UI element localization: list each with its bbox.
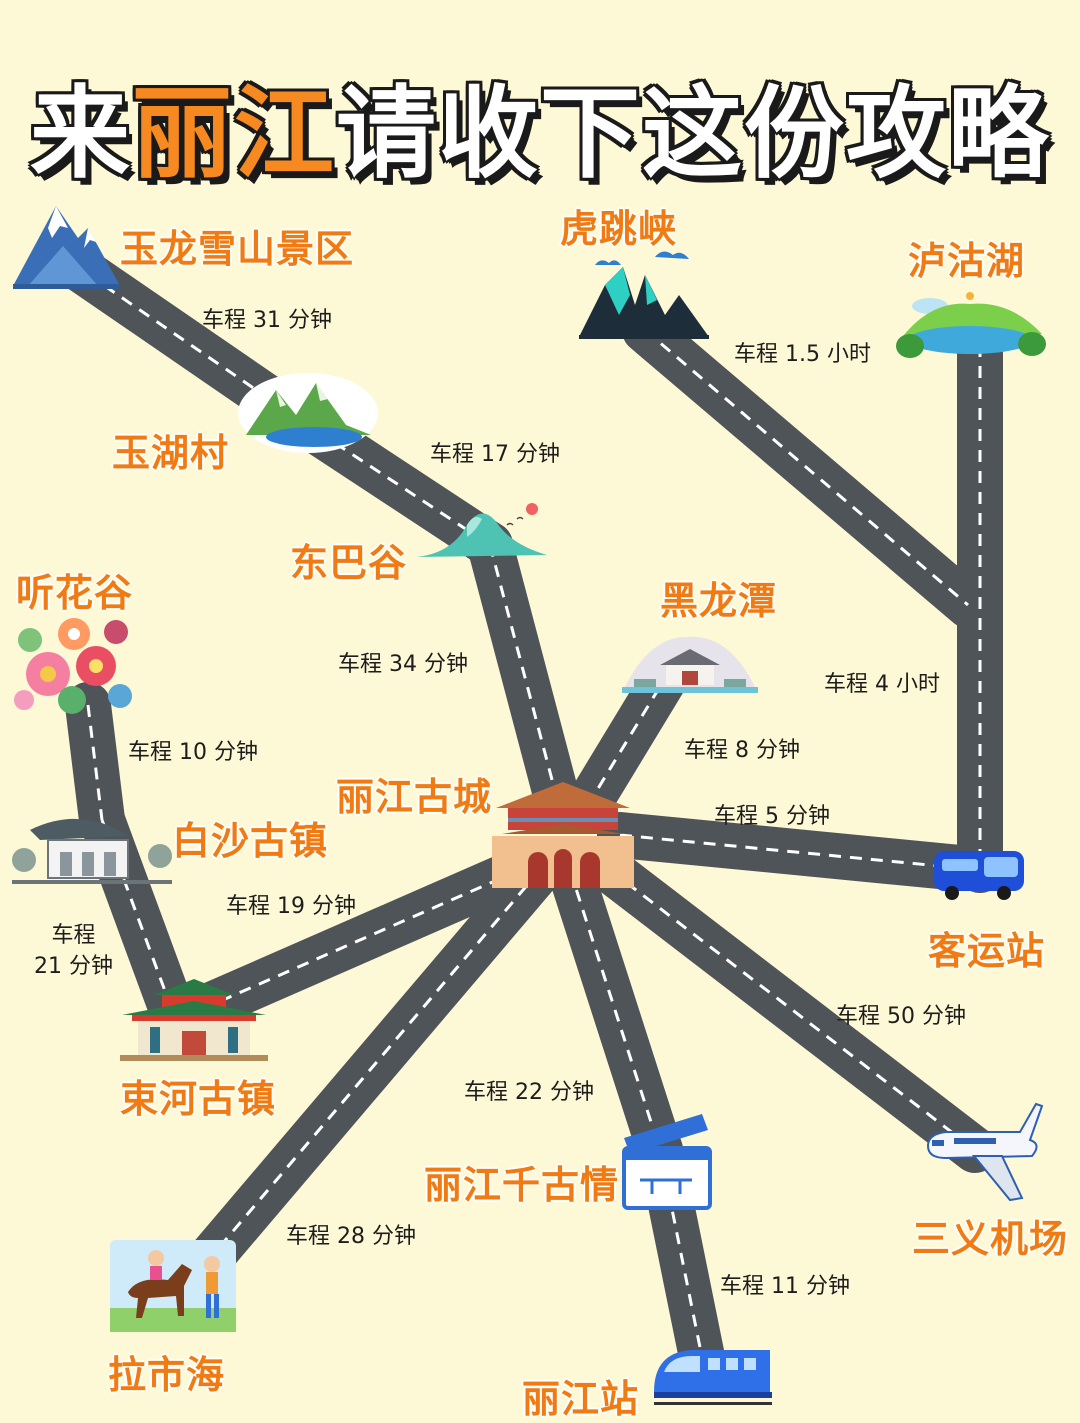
road-gucheng-shuhe-centerline bbox=[199, 868, 521, 1012]
distance-yuhu-dongba: 车程 17 分钟 bbox=[430, 442, 560, 467]
road-dongba-gucheng-centerline bbox=[488, 544, 562, 811]
distance-heilong-gucheng: 车程 8 分钟 bbox=[684, 738, 800, 763]
label-black-dragon-pool: 黑龙潭 bbox=[660, 579, 778, 623]
distance-tinghua-baisha: 车程 10 分钟 bbox=[128, 740, 258, 765]
label-lijiang-old-town: 丽江古城 bbox=[336, 775, 493, 819]
gorge-icon bbox=[579, 251, 709, 339]
distance-baisha-shuhe-line1: 车程 bbox=[51, 923, 96, 948]
label-yulong-snow-mountain: 玉龙雪山景区 bbox=[120, 227, 355, 271]
road-hutiao-junction-centerline bbox=[644, 328, 969, 607]
label-lijiang-romance-show: 丽江千古情 bbox=[424, 1163, 620, 1207]
distance-yulong-yuhu: 车程 31 分钟 bbox=[202, 308, 332, 333]
label-shuhe-town: 束河古镇 bbox=[120, 1077, 277, 1121]
distance-gucheng-shuhe: 车程 19 分钟 bbox=[226, 894, 356, 919]
title-text-1: 来 bbox=[30, 75, 132, 192]
label-tiger-leaping-gorge: 虎跳峡 bbox=[560, 207, 678, 251]
road-heilong-gucheng-centerline bbox=[583, 669, 672, 811]
lake-mountain-icon bbox=[238, 373, 378, 453]
distance-lugu-keyun: 车程 4 小时 bbox=[824, 672, 940, 697]
road-gucheng-keyun-centerline bbox=[619, 833, 961, 870]
distance-dongba-gucheng: 车程 34 分钟 bbox=[338, 652, 468, 677]
label-yuhu-village: 玉湖村 bbox=[112, 431, 230, 475]
label-lashi-lake: 拉市海 bbox=[108, 1353, 226, 1397]
distance-gucheng-lashi: 车程 28 分钟 bbox=[286, 1224, 416, 1249]
ancient-gate-icon bbox=[492, 782, 634, 888]
airplane-icon bbox=[926, 1102, 1044, 1202]
title-text-2: 请收下这份攻略 bbox=[336, 75, 1050, 192]
flower-bouquet-icon bbox=[14, 618, 132, 714]
distance-hutiao-lugu: 车程 1.5 小时 bbox=[734, 342, 871, 367]
distance-baisha-shuhe-line2: 21 分钟 bbox=[34, 954, 113, 979]
label-dongba-valley: 东巴谷 bbox=[290, 541, 408, 585]
clapperboard-icon bbox=[622, 1114, 712, 1210]
road-gucheng-lashi-centerline bbox=[198, 869, 542, 1271]
label-lugu-lake: 泸沽湖 bbox=[908, 239, 1026, 283]
road-gucheng-qiangu-centerline bbox=[568, 869, 662, 1151]
road-baisha-shuhe-centerline bbox=[100, 819, 174, 1011]
label-bus-station: 客运站 bbox=[928, 929, 1046, 973]
palace-icon bbox=[120, 979, 268, 1061]
snow-mountain-icon bbox=[13, 206, 120, 289]
bus-icon bbox=[934, 851, 1024, 900]
road-qiangu-zhan-centerline bbox=[658, 1149, 707, 1373]
road-gucheng-sanyi-centerline bbox=[609, 868, 976, 1152]
lake-icon bbox=[896, 292, 1046, 358]
green-mountain-icon bbox=[417, 503, 547, 557]
train-icon bbox=[654, 1350, 772, 1405]
label-tinghua-valley: 听花谷 bbox=[16, 571, 134, 615]
distance-qiangu-zhan: 车程 11 分钟 bbox=[720, 1274, 850, 1299]
distance-gucheng-keyun: 车程 5 分钟 bbox=[714, 804, 830, 829]
roads bbox=[47, 239, 1003, 1395]
horse-riding-icon bbox=[110, 1240, 236, 1332]
road-yuhu-dongba-centerline bbox=[299, 418, 491, 547]
title-highlight: 丽江 bbox=[132, 75, 336, 192]
village-house-icon bbox=[12, 818, 172, 884]
distance-gucheng-sanyi: 车程 50 分钟 bbox=[836, 1004, 966, 1029]
temple-pavilion-icon bbox=[622, 636, 758, 693]
label-sanyi-airport: 三义机场 bbox=[912, 1217, 1069, 1261]
label-baisha-town: 白沙古镇 bbox=[172, 819, 329, 863]
label-lijiang-railway-station: 丽江站 bbox=[522, 1377, 640, 1421]
distance-baisha-shuhe: 车程 21 分钟 bbox=[34, 920, 113, 982]
page-title: 来丽江请收下这份攻略 bbox=[0, 52, 1080, 197]
distance-gucheng-qiangu: 车程 22 分钟 bbox=[464, 1080, 594, 1105]
